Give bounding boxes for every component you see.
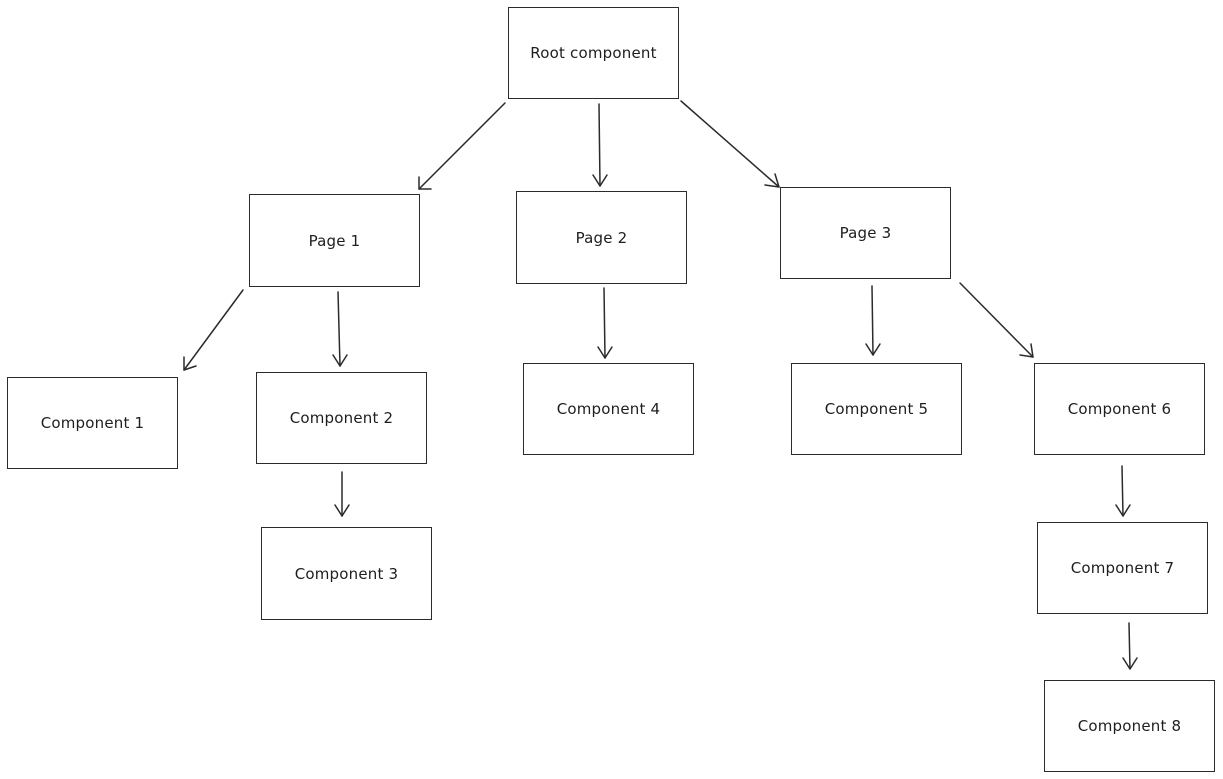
node-component-4: Component 4	[523, 363, 694, 455]
node-label: Component 6	[1067, 400, 1172, 418]
node-page-3: Page 3	[780, 187, 951, 279]
arrow-page-2-to-component-4	[597, 287, 613, 359]
node-component-3: Component 3	[261, 527, 432, 620]
node-label: Component 4	[556, 400, 661, 418]
node-label: Component 5	[824, 400, 929, 418]
node-component-1: Component 1	[7, 377, 178, 469]
arrow-page-3-to-component-6	[959, 282, 1034, 358]
node-component-8: Component 8	[1044, 680, 1215, 772]
node-label: Component 3	[294, 564, 399, 583]
arrow-component-2-to-component-3	[334, 471, 350, 517]
node-label: Root component	[530, 44, 657, 62]
arrow-root-to-page-1	[418, 102, 506, 190]
node-page-1: Page 1	[249, 194, 420, 287]
arrow-root-to-page-3	[680, 100, 780, 188]
node-component-2: Component 2	[256, 372, 427, 464]
node-root-component: Root component	[508, 7, 679, 99]
node-label: Component 8	[1077, 717, 1182, 735]
node-label: Component 7	[1070, 559, 1175, 577]
node-component-6: Component 6	[1034, 363, 1205, 455]
node-label: Component 1	[40, 414, 145, 432]
arrow-component-6-to-component-7	[1115, 465, 1131, 517]
node-label: Page 2	[575, 228, 628, 247]
node-component-5: Component 5	[791, 363, 962, 455]
node-label: Page 3	[839, 224, 892, 242]
node-component-7: Component 7	[1037, 522, 1208, 614]
arrow-page-1-to-component-1	[183, 289, 244, 371]
node-page-2: Page 2	[516, 191, 687, 284]
node-label: Page 1	[308, 231, 361, 250]
arrow-component-7-to-component-8	[1122, 622, 1138, 670]
arrow-page-1-to-component-2	[332, 291, 348, 367]
arrow-page-3-to-component-5	[865, 285, 881, 356]
arrow-root-to-page-2	[592, 103, 608, 187]
node-label: Component 2	[289, 409, 394, 427]
